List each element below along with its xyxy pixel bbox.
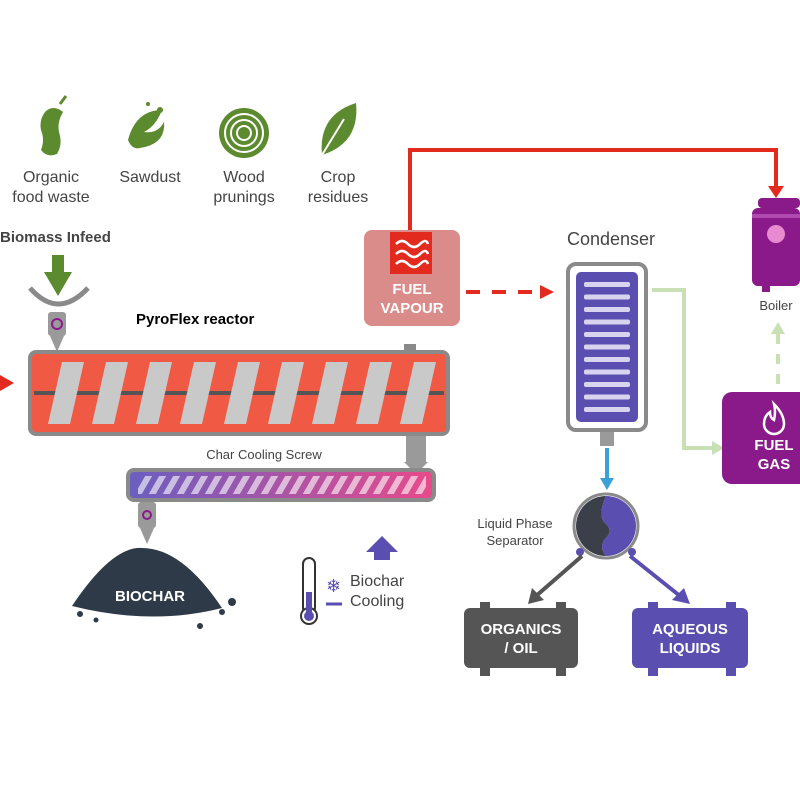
apple-core-icon bbox=[40, 95, 68, 156]
biochar-cooling-label: Biochar Cooling bbox=[350, 572, 420, 612]
wood-log-icon bbox=[219, 108, 269, 158]
feedstock-crop-label: Crop residues bbox=[283, 168, 393, 208]
screw-flight bbox=[136, 362, 172, 424]
reactor-screw-flights bbox=[48, 362, 436, 424]
feedstock-wood-label: Wood prunings bbox=[189, 168, 299, 208]
biochar-cooling-line2: Cooling bbox=[350, 593, 405, 610]
condenser-tube bbox=[584, 407, 630, 412]
fuel-vapour-line1: FUEL bbox=[392, 281, 432, 298]
aqueous-liquids-tank bbox=[632, 602, 748, 676]
separator-to-organics-line bbox=[534, 554, 584, 598]
screw-flight bbox=[48, 362, 84, 424]
condenser-tube bbox=[584, 307, 630, 312]
heat-waves-icon bbox=[390, 232, 432, 274]
fuelgas-arrow-head bbox=[712, 441, 724, 455]
fuel-vapour-box bbox=[364, 230, 460, 326]
fuel-gas-line1: FUEL bbox=[754, 437, 794, 454]
condenser-to-fuelgas-line bbox=[652, 288, 714, 450]
feedstock-organic-line1: Organic bbox=[22, 169, 80, 186]
feedstock-wood-line2: prunings bbox=[213, 189, 275, 206]
liquid-phase-line2: Separator bbox=[486, 533, 544, 548]
organics-line2: / OIL bbox=[504, 640, 538, 657]
infeed-arrow bbox=[44, 255, 72, 296]
feedstock-crop-line2: residues bbox=[307, 189, 369, 206]
infeed-valve bbox=[48, 312, 66, 352]
condenser-tube bbox=[584, 294, 630, 300]
reactor-label: PyroFlex reactor bbox=[136, 311, 255, 328]
condenser-arrow-head bbox=[540, 285, 554, 299]
separator-arrow-head bbox=[600, 478, 614, 490]
feedstock-organic-line2: food waste bbox=[12, 189, 90, 206]
feedstock-sawdust-label: Sawdust bbox=[95, 168, 205, 188]
condenser-tube bbox=[584, 394, 630, 400]
fuel-vapour-line2: VAPOUR bbox=[380, 300, 444, 317]
organics-line1: ORGANICS bbox=[480, 621, 562, 638]
screw-flight bbox=[224, 362, 260, 424]
cooling-screw-valve bbox=[138, 502, 156, 544]
condenser-label: Condenser bbox=[566, 229, 656, 249]
organics-oil-tank bbox=[464, 602, 578, 676]
fuel-gas-line2: GAS bbox=[757, 456, 791, 473]
organics-oil-label: ORGANICS / OIL bbox=[464, 620, 578, 658]
condenser-tube bbox=[584, 282, 630, 287]
fuel-gas-box bbox=[722, 392, 800, 484]
organics-arrow-head bbox=[528, 588, 544, 604]
char-cooling-screw-stripes bbox=[138, 476, 426, 494]
aqueous-line1: AQUEOUS bbox=[652, 621, 728, 638]
boiler bbox=[752, 198, 800, 292]
reactor-connector bbox=[404, 344, 416, 354]
biochar-label: BIOCHAR bbox=[115, 588, 185, 605]
sawdust-icon bbox=[128, 102, 165, 149]
aqueous-liquids-label: AQUEOUS LIQUIDS bbox=[632, 620, 748, 658]
condenser-tube bbox=[584, 357, 630, 362]
feedstock-sawdust-line1: Sawdust bbox=[119, 169, 181, 186]
screw-flight bbox=[180, 362, 216, 424]
screw-flight bbox=[312, 362, 348, 424]
leaf-icon bbox=[321, 103, 357, 156]
feedstock-wood-line1: Wood bbox=[223, 169, 265, 186]
condenser-tube bbox=[584, 344, 630, 350]
screw-flight bbox=[92, 362, 128, 424]
boiler-label: Boiler bbox=[759, 298, 793, 313]
infeed-hopper bbox=[28, 286, 90, 307]
condenser-tube bbox=[584, 319, 630, 325]
snowflake-icon: ❄ bbox=[326, 576, 341, 597]
aqueous-arrow-head bbox=[672, 588, 690, 604]
condenser bbox=[566, 262, 648, 446]
flame-icon bbox=[762, 399, 786, 436]
char-cooling-screw-label: Char Cooling Screw bbox=[206, 447, 322, 462]
liquid-phase-line1: Liquid Phase bbox=[477, 516, 553, 531]
fuel-gas-label: FUEL GAS bbox=[744, 436, 800, 474]
biomass-infeed-label: Biomass Infeed bbox=[0, 229, 111, 246]
condenser-tube bbox=[584, 369, 630, 375]
boiler-arrow-head bbox=[768, 186, 784, 198]
separator-to-aqueous-line bbox=[628, 554, 682, 598]
boiler-green-arrow-head bbox=[771, 322, 785, 334]
screw-flight bbox=[268, 362, 304, 424]
thermometer-icon bbox=[300, 557, 318, 625]
screw-flight bbox=[400, 362, 436, 424]
screw-flight bbox=[356, 362, 392, 424]
biochar-cooling-line1: Biochar bbox=[350, 573, 405, 590]
feedstock-organic-label: Organic food waste bbox=[0, 168, 106, 208]
reactor-input-arrow bbox=[0, 375, 14, 391]
cooling-up-arrow bbox=[366, 536, 398, 560]
fuel-vapour-label: FUEL VAPOUR bbox=[364, 280, 460, 318]
separator-icon bbox=[572, 492, 640, 560]
aqueous-line2: LIQUIDS bbox=[659, 640, 721, 657]
vapour-to-boiler-line bbox=[408, 148, 778, 230]
condenser-tube bbox=[584, 332, 630, 337]
liquid-phase-separator-label: Liquid Phase Separator bbox=[460, 515, 570, 549]
condenser-tube bbox=[584, 382, 630, 387]
feedstock-crop-line1: Crop bbox=[320, 169, 356, 186]
biochar-pile bbox=[72, 547, 236, 629]
